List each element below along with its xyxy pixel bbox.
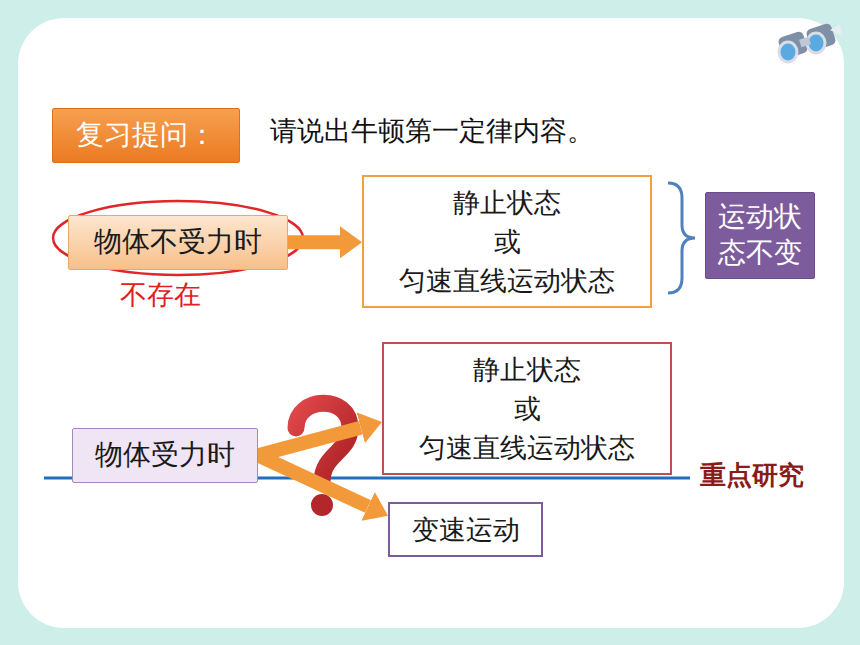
block-arrow [288,235,340,249]
emphasis-note: 重点研究 [700,459,804,493]
binoculars-icon [777,23,842,62]
node-text: 变速运动 [412,510,520,549]
result-box: 静止状态 或 匀速直线运动状态 [362,175,652,308]
block-arrow [258,428,361,456]
white-panel [18,18,844,628]
curly-bracket [668,183,695,293]
note-text: 不存在 [120,277,201,312]
block-arrow [258,455,368,506]
node-text: 物体不受力时 [94,222,262,263]
result-box: 静止状态 或 匀速直线运动状态 [382,342,672,475]
condition-box: 物体受力时 [72,428,258,483]
node-text: 物体受力时 [95,435,235,476]
question-text: 请说出牛顿第一定律内容。 [270,113,594,148]
condition-box: 物体不受力时 [68,215,288,270]
result-box: 变速运动 [388,502,543,557]
highlight-ellipse [53,201,303,275]
node-text: 静止状态 或 匀速直线运动状态 [394,350,660,467]
node-text: 复习提问： [76,115,216,156]
question-tag: 复习提问： [52,108,240,163]
node-text: 静止状态 或 匀速直线运动状态 [374,183,640,300]
summary-box: 运动状态不变 [705,192,815,279]
node-text: 运动状态不变 [716,199,804,272]
